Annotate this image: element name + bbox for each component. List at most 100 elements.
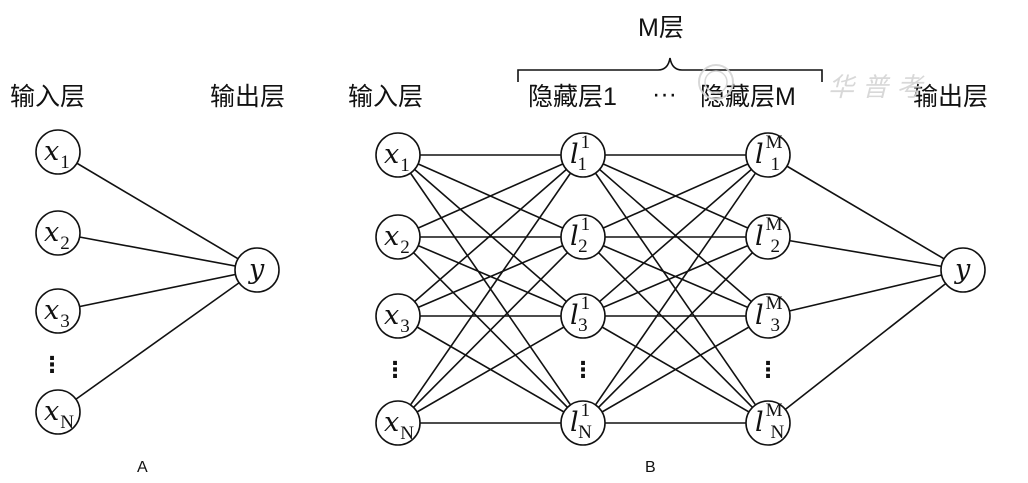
panel-b-edge-in4-h13: [397, 315, 584, 424]
panel-b-hidden1-node-3-superscript: 1: [581, 293, 591, 314]
panel-b-hidden-layer-m-label: 隐藏层M: [700, 83, 796, 111]
panel-a-edge-input-1: [57, 151, 258, 271]
panel-b-edge-in3-h12: [397, 236, 584, 317]
panel-a-input-node-1-subscript: 1: [60, 152, 70, 173]
panel-b-hiddenm-node-3-subscript: 3: [771, 315, 781, 336]
panel-b-edge-h13-hm1: [582, 154, 769, 317]
panel-b-hidden1-node-2-circle: [560, 214, 606, 260]
panel-b-hidden1-node-2-subscript: 2: [578, 236, 588, 257]
panel-b-hiddenm-node-1-superscript: M: [766, 132, 783, 153]
panel-b-output-node-label: y: [954, 254, 971, 285]
panel-b-input-node-4: xN: [375, 400, 421, 446]
panel-b-input-node-1-label: x1: [384, 139, 410, 176]
panel-b-hiddenm-node-2-circle: [745, 214, 791, 260]
panel-a-output-layer-label: 输出层: [210, 83, 285, 111]
panel-a-input-node-4-circle: [35, 389, 81, 435]
panel-b-hidden1-node-2-symbol: l: [570, 221, 579, 252]
panel-b-edge-hm1-out: [767, 154, 964, 271]
panel-b-hiddenm-node-4-circle: [745, 400, 791, 446]
panel-b-edge-in2-h11: [397, 154, 584, 238]
panel-b-edge-in4-h11: [397, 154, 584, 424]
panel-a-input-node-2-circle: [35, 210, 81, 256]
panel-b-output-node: y: [940, 247, 986, 293]
panel-b-input-node-3-symbol: x: [384, 300, 399, 331]
panel-a-input-node-1-label: x1: [44, 136, 70, 173]
panel-b-hidden1-node-1-subscript: 1: [577, 154, 587, 175]
panel-b-hidden1-node-1-circle: [560, 132, 606, 178]
panel-b-hidden1-node-4-symbol: l: [570, 407, 579, 438]
panel-a-input-node-2-label: x2: [44, 217, 70, 254]
panel-b-edge-in4-h12: [397, 236, 584, 424]
panel-a-input-node-1: x1: [35, 129, 81, 175]
panel-b-hiddenm-node-3-symbol: l: [755, 300, 764, 331]
panel-b-input-layer-label: 输入层: [348, 83, 423, 111]
panel-b-input-node-2-label: x2: [384, 221, 410, 258]
panel-b-hiddenm-node-4-superscript: M: [766, 400, 783, 421]
panel-b-hidden1-node-4-circle: [560, 400, 606, 446]
panel-b-output-node-circle: [940, 247, 986, 293]
panel-b-input-node-1-symbol: x: [384, 139, 399, 170]
panel-b-input-node-4-label: xN: [384, 407, 414, 444]
panel-b-hidden-last-ellipsis: ⋮: [757, 358, 779, 383]
panel-b-input-node-1: x1: [375, 132, 421, 178]
panel-a-input-node-4-subscript: N: [60, 412, 74, 433]
panel-b-hiddenm-node-3-superscript: M: [766, 293, 783, 314]
panel-b-hiddenm-node-3-circle: [745, 293, 791, 339]
panel-b-hidden1-node-2-superscript: 1: [581, 214, 591, 235]
panel-b-hiddenm-node-1-circle: [745, 132, 791, 178]
panel-b-input-ellipsis: ⋮: [384, 358, 406, 383]
panel-b-output-layer-label: 输出层: [913, 83, 988, 111]
panel-b-input-node-4-circle: [375, 400, 421, 446]
panel-a-output-node-symbol: y: [248, 254, 265, 285]
panel-b-hidden1-node-4-superscript: 1: [581, 400, 591, 421]
panel-b-hidden1-node-3-subscript: 3: [578, 315, 588, 336]
panel-b-input-node-4-subscript: N: [400, 423, 414, 444]
connection-edges: [57, 151, 964, 424]
panel-a-edge-input-4: [57, 269, 258, 413]
panel-b-input-node-2-symbol: x: [384, 221, 399, 252]
panel-a-input-ellipsis: ⋮: [41, 353, 63, 378]
panel-b-hidden1-node-3-symbol: l: [570, 300, 579, 331]
panel-b-hidden-layer-1-label: 隐藏层1: [528, 83, 617, 111]
panel-a-output-node-circle: [234, 247, 280, 293]
panel-b-hiddenm-node-2-symbol: l: [755, 221, 764, 252]
panel-b-input-node-2-subscript: 2: [400, 237, 410, 258]
panel-a-input-node-1-symbol: x: [44, 136, 59, 167]
panel-b-edge-h14-hm2: [582, 236, 769, 424]
panel-b-input-node-3-subscript: 3: [400, 316, 410, 337]
panel-b-input-node-2-circle: [375, 214, 421, 260]
panel-a-edge-input-3: [57, 269, 258, 312]
panel-a-input-node-3: x3: [35, 288, 81, 334]
panel-a-input-node-3-symbol: x: [44, 295, 59, 326]
panel-b-m-layers-label: M层: [638, 14, 684, 42]
panel-a-edge-input-2: [57, 232, 258, 271]
panel-a-input-node-4-symbol: x: [44, 396, 59, 427]
panel-a-input-node-2-symbol: x: [44, 217, 59, 248]
panel-a-input-node-3-circle: [35, 288, 81, 334]
panel-b-edge-hm3-out: [767, 269, 964, 317]
panel-b-hidden1-node-4-subscript: N: [578, 422, 592, 443]
panel-b-edge-h14-hm3: [582, 315, 769, 424]
panel-b-hiddenm-node-1-subscript: 1: [771, 154, 781, 175]
panel-a-output-node: y: [234, 247, 280, 293]
panel-b-input-node-2: x2: [375, 214, 421, 260]
panel-b-hidden1-node-1-symbol: l: [570, 139, 579, 170]
panel-a-input-node-2: x2: [35, 210, 81, 256]
panel-b-hiddenm-node-2-subscript: 2: [771, 236, 781, 257]
hidden-layers-brace: [517, 57, 823, 82]
panel-a-input-node-4-label: xN: [44, 396, 74, 433]
watermark-text: 华 普 考: [828, 73, 926, 103]
